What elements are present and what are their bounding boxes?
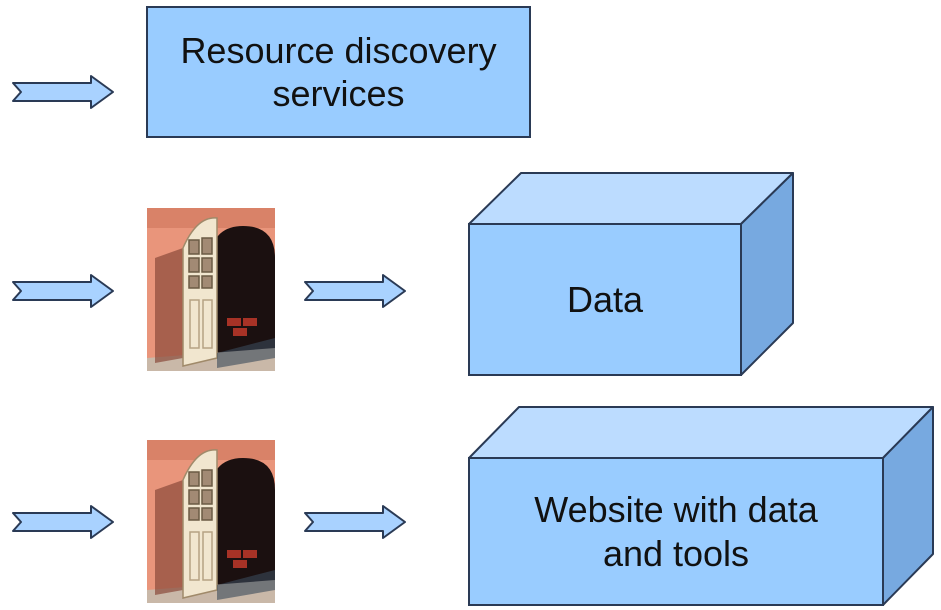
resource-discovery-box [146, 6, 531, 138]
website-line2: and tools [602, 532, 750, 574]
output-arrow-icon-3 [304, 505, 406, 539]
data-label: Data [469, 224, 741, 375]
door-icon-2 [146, 439, 276, 604]
resource-discovery-line2: services [272, 73, 405, 114]
website-box [468, 406, 934, 606]
input-arrow-icon-3 [12, 505, 114, 539]
website-label: Website with data and tools [469, 458, 883, 605]
input-arrow-icon-1 [12, 75, 114, 109]
data-box [468, 172, 794, 376]
output-arrow-icon-2 [304, 274, 406, 308]
door-icon-1 [146, 207, 276, 372]
input-arrow-icon-2 [12, 274, 114, 308]
website-line1: Website with data [534, 489, 818, 531]
resource-discovery-label: Resource discovery services [147, 7, 530, 137]
data-label-text: Data [566, 278, 644, 320]
resource-discovery-line1: Resource discovery [180, 29, 497, 71]
